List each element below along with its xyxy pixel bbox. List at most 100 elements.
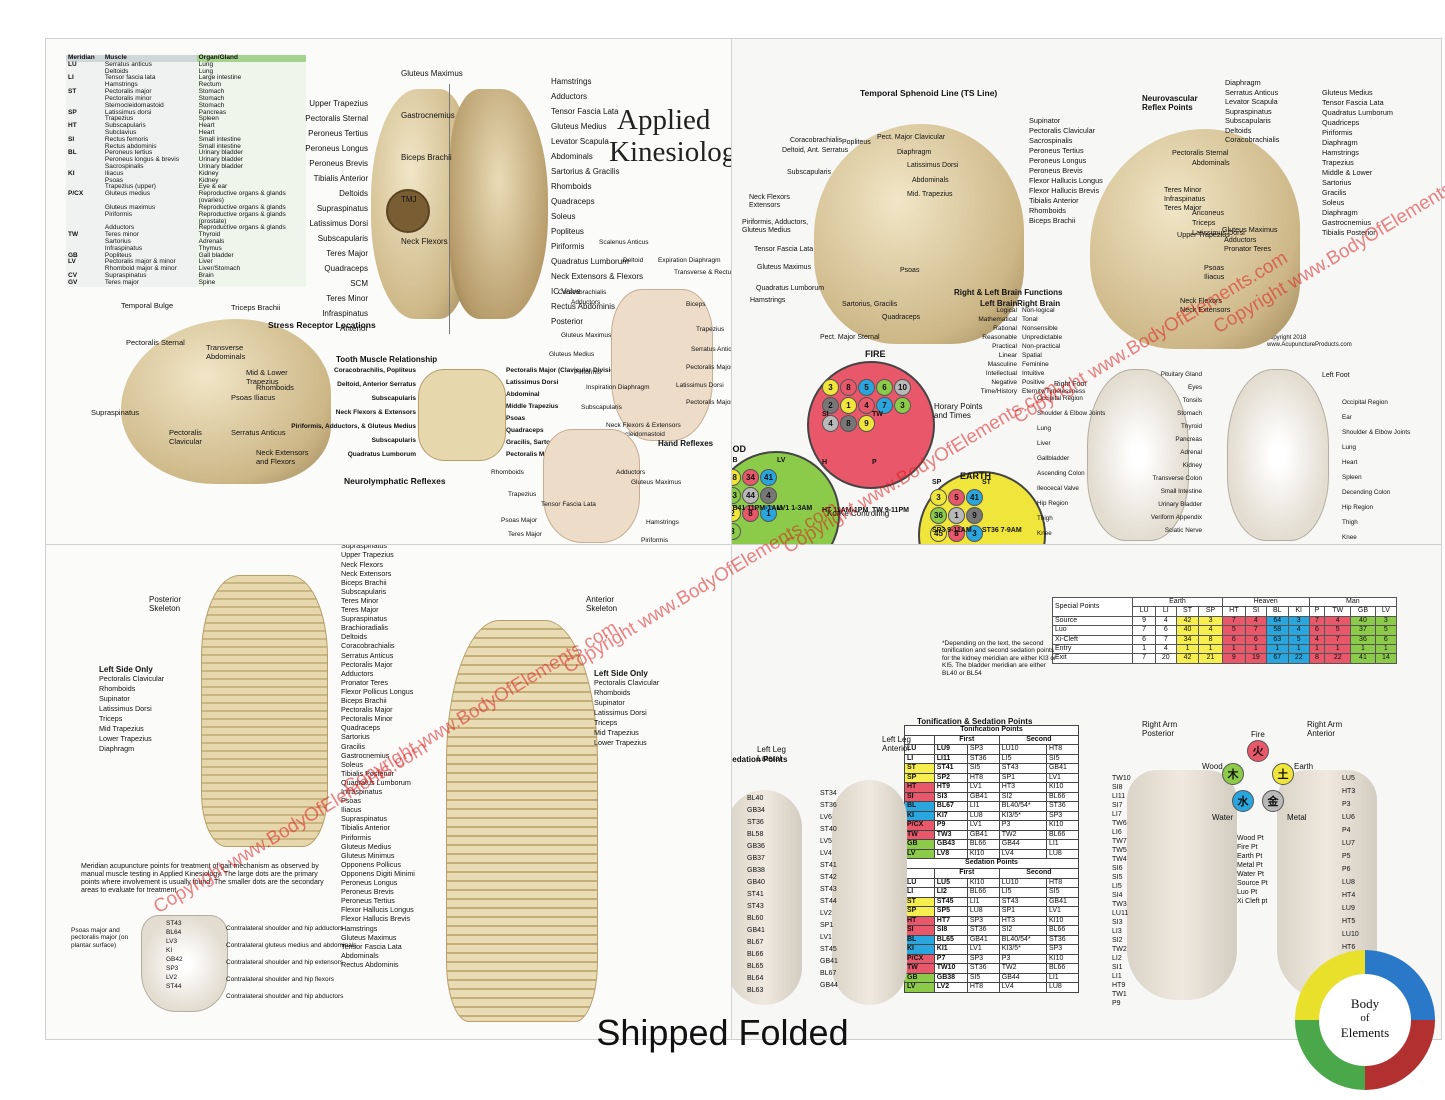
- skull-muscle-label: Popliteus: [551, 227, 584, 236]
- tonification-col-head: Second: [998, 867, 1080, 879]
- meridian-table-cell: Sartorius: [102, 238, 197, 246]
- right-side-item: Rhomboids: [594, 688, 631, 697]
- special-points-cell: 5: [1374, 625, 1398, 636]
- special-points-cell: 1: [1374, 643, 1398, 655]
- neurovascular-label: Flexor Hallucis Longus: [1029, 176, 1103, 185]
- leg-point-label: ST44: [820, 898, 837, 905]
- skull-muscle-label: Gastrocnemius: [401, 111, 455, 120]
- tonification-cell: GB41: [1045, 896, 1080, 908]
- tonification-cell: SP: [904, 772, 935, 784]
- hand-reflex-label: Trapezius: [508, 491, 537, 498]
- tonification-cell: P7: [933, 953, 968, 965]
- tonification-cell: SI: [904, 925, 935, 936]
- stress-receptor-label: Rhomboids: [256, 383, 294, 392]
- meridian-table-cell: Gall bladder: [196, 252, 306, 260]
- leg-point-label: LV5: [820, 838, 832, 845]
- arm-point-label: P9: [1112, 1000, 1121, 1007]
- leg-point-label: GB41: [820, 958, 838, 965]
- tonification-cell: LU8: [966, 810, 1000, 822]
- meridian-table-cell: Infraspinatus: [102, 245, 197, 253]
- foot-reflex-label: Knee: [1037, 530, 1052, 537]
- tonification-cell: LV: [904, 848, 935, 860]
- special-points-col: ST: [1175, 606, 1200, 617]
- ts-line-label: Neck Flexors Extensors: [749, 194, 790, 210]
- neurolymphatic-label: Gluteus Maximus: [341, 932, 397, 942]
- neurolymphatic-label: Adductors: [341, 668, 374, 678]
- meridian-table-cell: [66, 218, 103, 226]
- element-point-number: 3: [966, 525, 983, 542]
- neurolymphatic-label: Deltoids: [341, 632, 367, 642]
- special-points-col: SP: [1198, 606, 1223, 617]
- special-points-cell: 4: [1154, 643, 1177, 655]
- arm-point-label: LU9: [1342, 905, 1355, 912]
- leg-point-label: ST41: [747, 891, 764, 898]
- tonification-cell: BL66: [1045, 791, 1080, 803]
- meridian-table-cell: Gluteus medius: [102, 190, 197, 199]
- neurovascular-label: Sartorius: [1322, 178, 1352, 187]
- neurolymphatic-label: Psoas: [341, 796, 361, 806]
- wood-element-label: WOOD: [732, 444, 746, 454]
- foot-reflex-label: Kidney: [1182, 462, 1202, 469]
- special-points-col: BL: [1265, 606, 1289, 617]
- foot-reflex-label: Decending Colon: [1342, 489, 1391, 496]
- tonification-cell: LV1: [1045, 772, 1080, 784]
- special-points-cell: 6: [1154, 625, 1177, 636]
- special-points-col: SI: [1244, 606, 1267, 617]
- hand-muscle-label: Inspiration Diaphragm: [586, 384, 650, 391]
- right-side-item: Latissimus Dorsi: [594, 708, 647, 717]
- tonification-cell: KI: [904, 810, 935, 822]
- arm-point-label: TW4: [1112, 856, 1127, 863]
- skull-muscle-label: Upper Trapezius: [309, 99, 368, 108]
- tooth-muscle-label: Quadraceps: [506, 427, 544, 434]
- special-points-cell: 7: [1244, 625, 1267, 636]
- arm-point-label: HT4: [1342, 892, 1356, 899]
- tonification-cell: HT3: [998, 782, 1047, 793]
- ts-line-label: Piriformis, Adductors, Gluteus Medius: [742, 219, 809, 235]
- foot-reflex-label: Liver: [1037, 440, 1051, 447]
- right-brain-item: Positive: [1022, 379, 1045, 386]
- element-point-number: 8: [840, 379, 857, 396]
- meridian-table-cell: ST: [66, 88, 103, 96]
- ts-line-label: Quadraceps: [882, 314, 921, 321]
- leg-view-title: Left Leg Lateral: [757, 745, 786, 764]
- leg-point-label: ST36: [820, 802, 837, 809]
- foot-reflex-label: Shoulder & Elbow Joints: [1037, 410, 1106, 417]
- neurolymphatic-label: Gracilis: [341, 741, 365, 751]
- foot-reflex-label: Gallbladder: [1037, 455, 1070, 462]
- neurovascular-label: Diaphragm: [1225, 78, 1261, 87]
- leg-point-label: GB41: [747, 927, 765, 934]
- special-points-cell: 6: [1308, 625, 1326, 636]
- meridian-table-cell: Pancreas: [196, 109, 306, 117]
- neurovascular-inner-label: Gluteus Maximus: [1222, 225, 1278, 234]
- brain-left-head: Left Brain: [980, 299, 1018, 308]
- arm-point-label: HT3: [1342, 788, 1356, 795]
- neurolymphatic-label: Neck Flexors: [341, 559, 383, 569]
- meridian-table-cell: Popliteus: [102, 252, 197, 260]
- gait-side-label: Contralateral shoulder and hip adductors: [226, 925, 344, 932]
- tonification-cell: P/CX: [904, 820, 935, 831]
- meridian-table-cell: [66, 238, 103, 246]
- tonification-cell: LU10: [998, 744, 1047, 755]
- meridian-table-cell: Supraspinatus: [102, 272, 197, 280]
- meridian-table-cell: Heart: [196, 129, 306, 137]
- tonification-cell: SI3: [933, 791, 968, 803]
- neurovascular-label: Piriformis: [1322, 128, 1353, 137]
- neurolymphatic-label: Gluteus Medius: [341, 841, 391, 851]
- neurovascular-label: Supinator: [1029, 116, 1061, 125]
- skull-muscle-label: Neck Extensors & Flexors: [551, 272, 644, 281]
- tonification-col-head: Second: [998, 734, 1080, 746]
- arm-point-label: LU6: [1342, 814, 1355, 821]
- meridian-table-cell: Serratus anticus: [102, 61, 197, 69]
- right-brain-item: Unpredictable: [1022, 334, 1063, 341]
- foot-reflex-heading: Right Foot: [1054, 381, 1087, 388]
- neurolymphatic-label: Piriformis: [341, 832, 371, 842]
- neurovascular-inner-label: Neck Extensors: [1180, 305, 1231, 314]
- tonification-cell: SI5: [966, 763, 1000, 774]
- point-type-legend-item: Water Pt: [1237, 871, 1264, 878]
- meridian-table-cell: Kidney: [196, 170, 306, 178]
- element-point-number: 1: [840, 397, 857, 414]
- special-points-cell: 40: [1350, 615, 1376, 627]
- skull-muscle-label: Hamstrings: [551, 77, 592, 86]
